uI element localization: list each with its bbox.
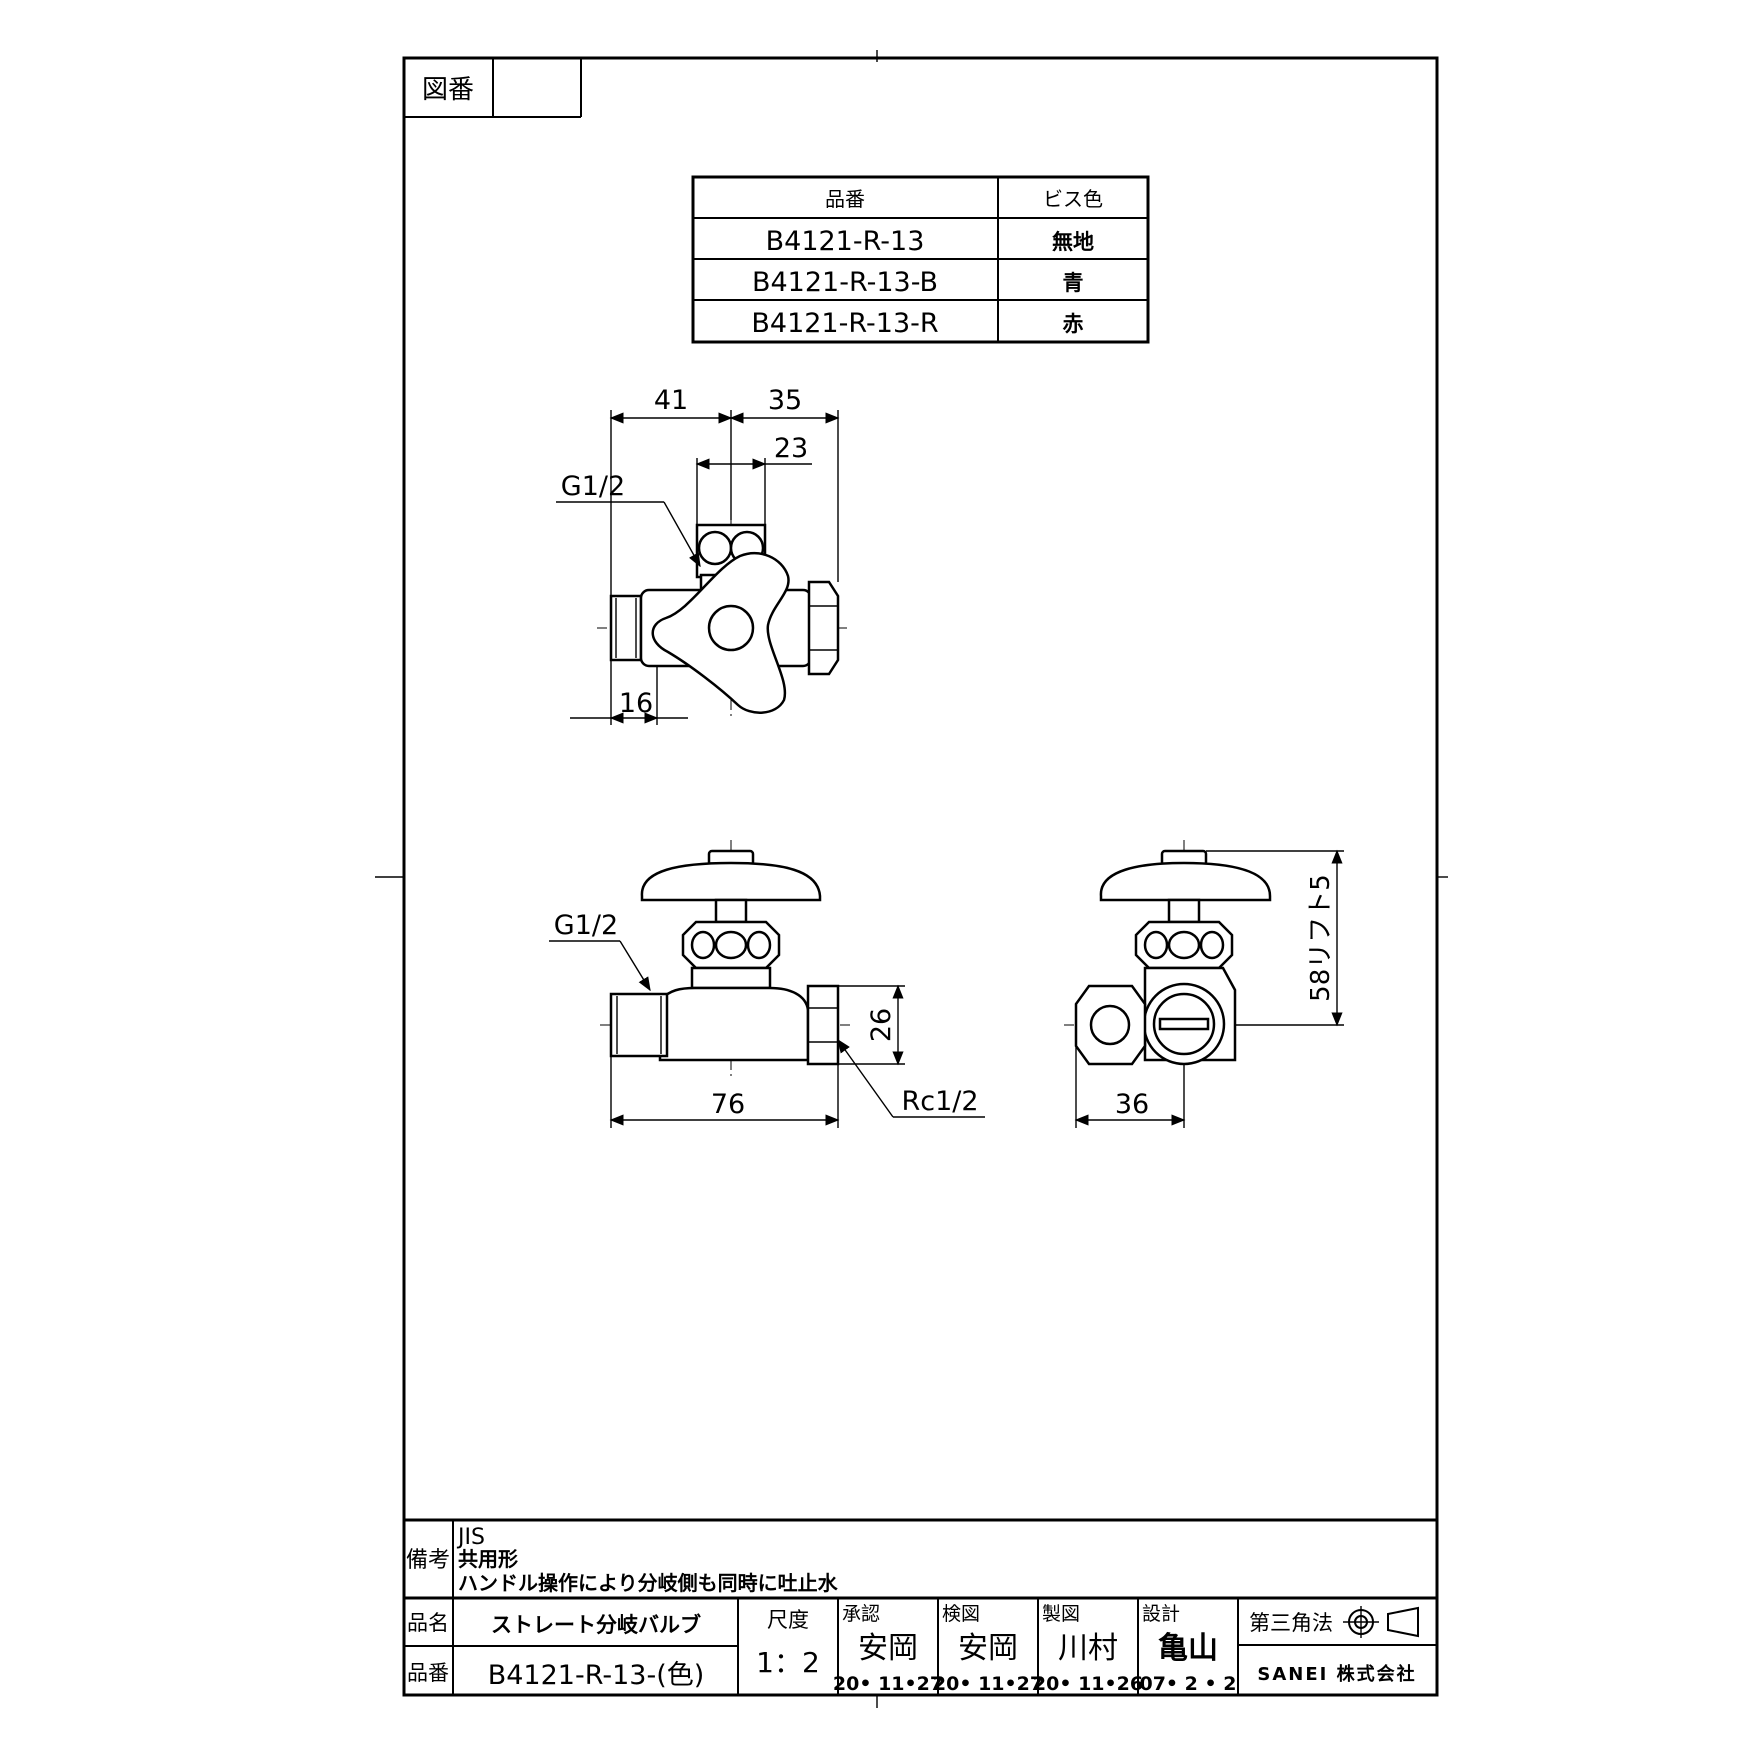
scale-value: 1：2 <box>756 1646 820 1679</box>
design-label: 設計 <box>1142 1603 1180 1625</box>
table-row-3-part-no: B4121-R-13-R <box>751 308 938 339</box>
table-row-3-color: 赤 <box>1063 312 1084 336</box>
product-name: ストレート分岐バルブ <box>491 1613 701 1637</box>
center-marks <box>375 50 1448 1708</box>
remarks-line-3: ハンドル操作により分岐側も同時に吐止水 <box>458 1571 839 1595</box>
table-header-screw-color: ビス色 <box>1043 187 1103 211</box>
dim-76: 76 <box>711 1089 745 1120</box>
dim-58-lift-5: 58リフト5 <box>1306 874 1336 1002</box>
remarks-line-1: JIS <box>456 1525 485 1550</box>
thread-label-rc: Rc1/2 <box>901 1086 978 1117</box>
side-view: 36 58リフト5 <box>1064 840 1344 1128</box>
dim-16: 16 <box>619 688 653 719</box>
table-row-2-part-no: B4121-R-13-B <box>752 267 938 298</box>
remarks-label: 備考 <box>406 1548 450 1573</box>
approve-date: 20• 11•27 <box>833 1673 943 1695</box>
number-label: 品番 <box>407 1661 449 1685</box>
table-row-1-color: 無地 <box>1052 230 1094 254</box>
dim-41: 41 <box>654 385 688 416</box>
dim-35: 35 <box>768 385 802 416</box>
front-view: 26 76 G1/2 Rc1/2 <box>549 840 985 1128</box>
draw-date: 20• 11•26 <box>1033 1673 1143 1695</box>
approve-name: 安岡 <box>858 1631 918 1666</box>
company-name: SANEI 株式会社 <box>1257 1663 1416 1685</box>
remarks-line-2: 共用形 <box>458 1547 518 1571</box>
table-header-part-no: 品番 <box>825 187 865 211</box>
design-name: 亀山 <box>1158 1631 1218 1666</box>
check-name: 安岡 <box>958 1631 1018 1666</box>
remarks-area: 備考 JIS 共用形 ハンドル操作により分岐側も同時に吐止水 <box>404 1518 1437 1600</box>
drawing-border <box>402 56 1439 1697</box>
zuban-box: 図番 <box>404 58 582 118</box>
title-block: 品名 ストレート分岐バルブ 品番 B4121-R-13-(色) 尺度 1：2 承… <box>404 1598 1437 1695</box>
draw-label: 製図 <box>1042 1603 1080 1625</box>
design-date: 07• 2 • 2 <box>1139 1673 1236 1695</box>
dim-36: 36 <box>1115 1089 1149 1120</box>
dim-26: 26 <box>866 1008 897 1042</box>
product-number: B4121-R-13-(色) <box>488 1660 705 1691</box>
thread-label-front: G1/2 <box>554 910 618 941</box>
table-row-2-color: 青 <box>1063 271 1084 295</box>
table-row-1-part-no: B4121-R-13 <box>766 226 925 257</box>
scale-label: 尺度 <box>767 1608 809 1632</box>
projection-label: 第三角法 <box>1249 1611 1333 1635</box>
approve-label: 承認 <box>842 1603 880 1625</box>
draw-name: 川村 <box>1058 1631 1118 1666</box>
name-label: 品名 <box>407 1611 449 1635</box>
check-label: 検図 <box>942 1603 980 1625</box>
variant-table: 品番 ビス色 B4121-R-13 無地 B4121-R-13-B 青 B412… <box>691 175 1150 344</box>
thread-label-top: G1/2 <box>561 471 625 502</box>
top-view: 41 35 23 16 G1/2 <box>556 385 850 725</box>
third-angle-projection-icon <box>1343 1606 1419 1638</box>
dim-23: 23 <box>774 433 808 464</box>
zuban-label: 図番 <box>422 75 474 105</box>
check-date: 20• 11•27 <box>933 1673 1043 1695</box>
